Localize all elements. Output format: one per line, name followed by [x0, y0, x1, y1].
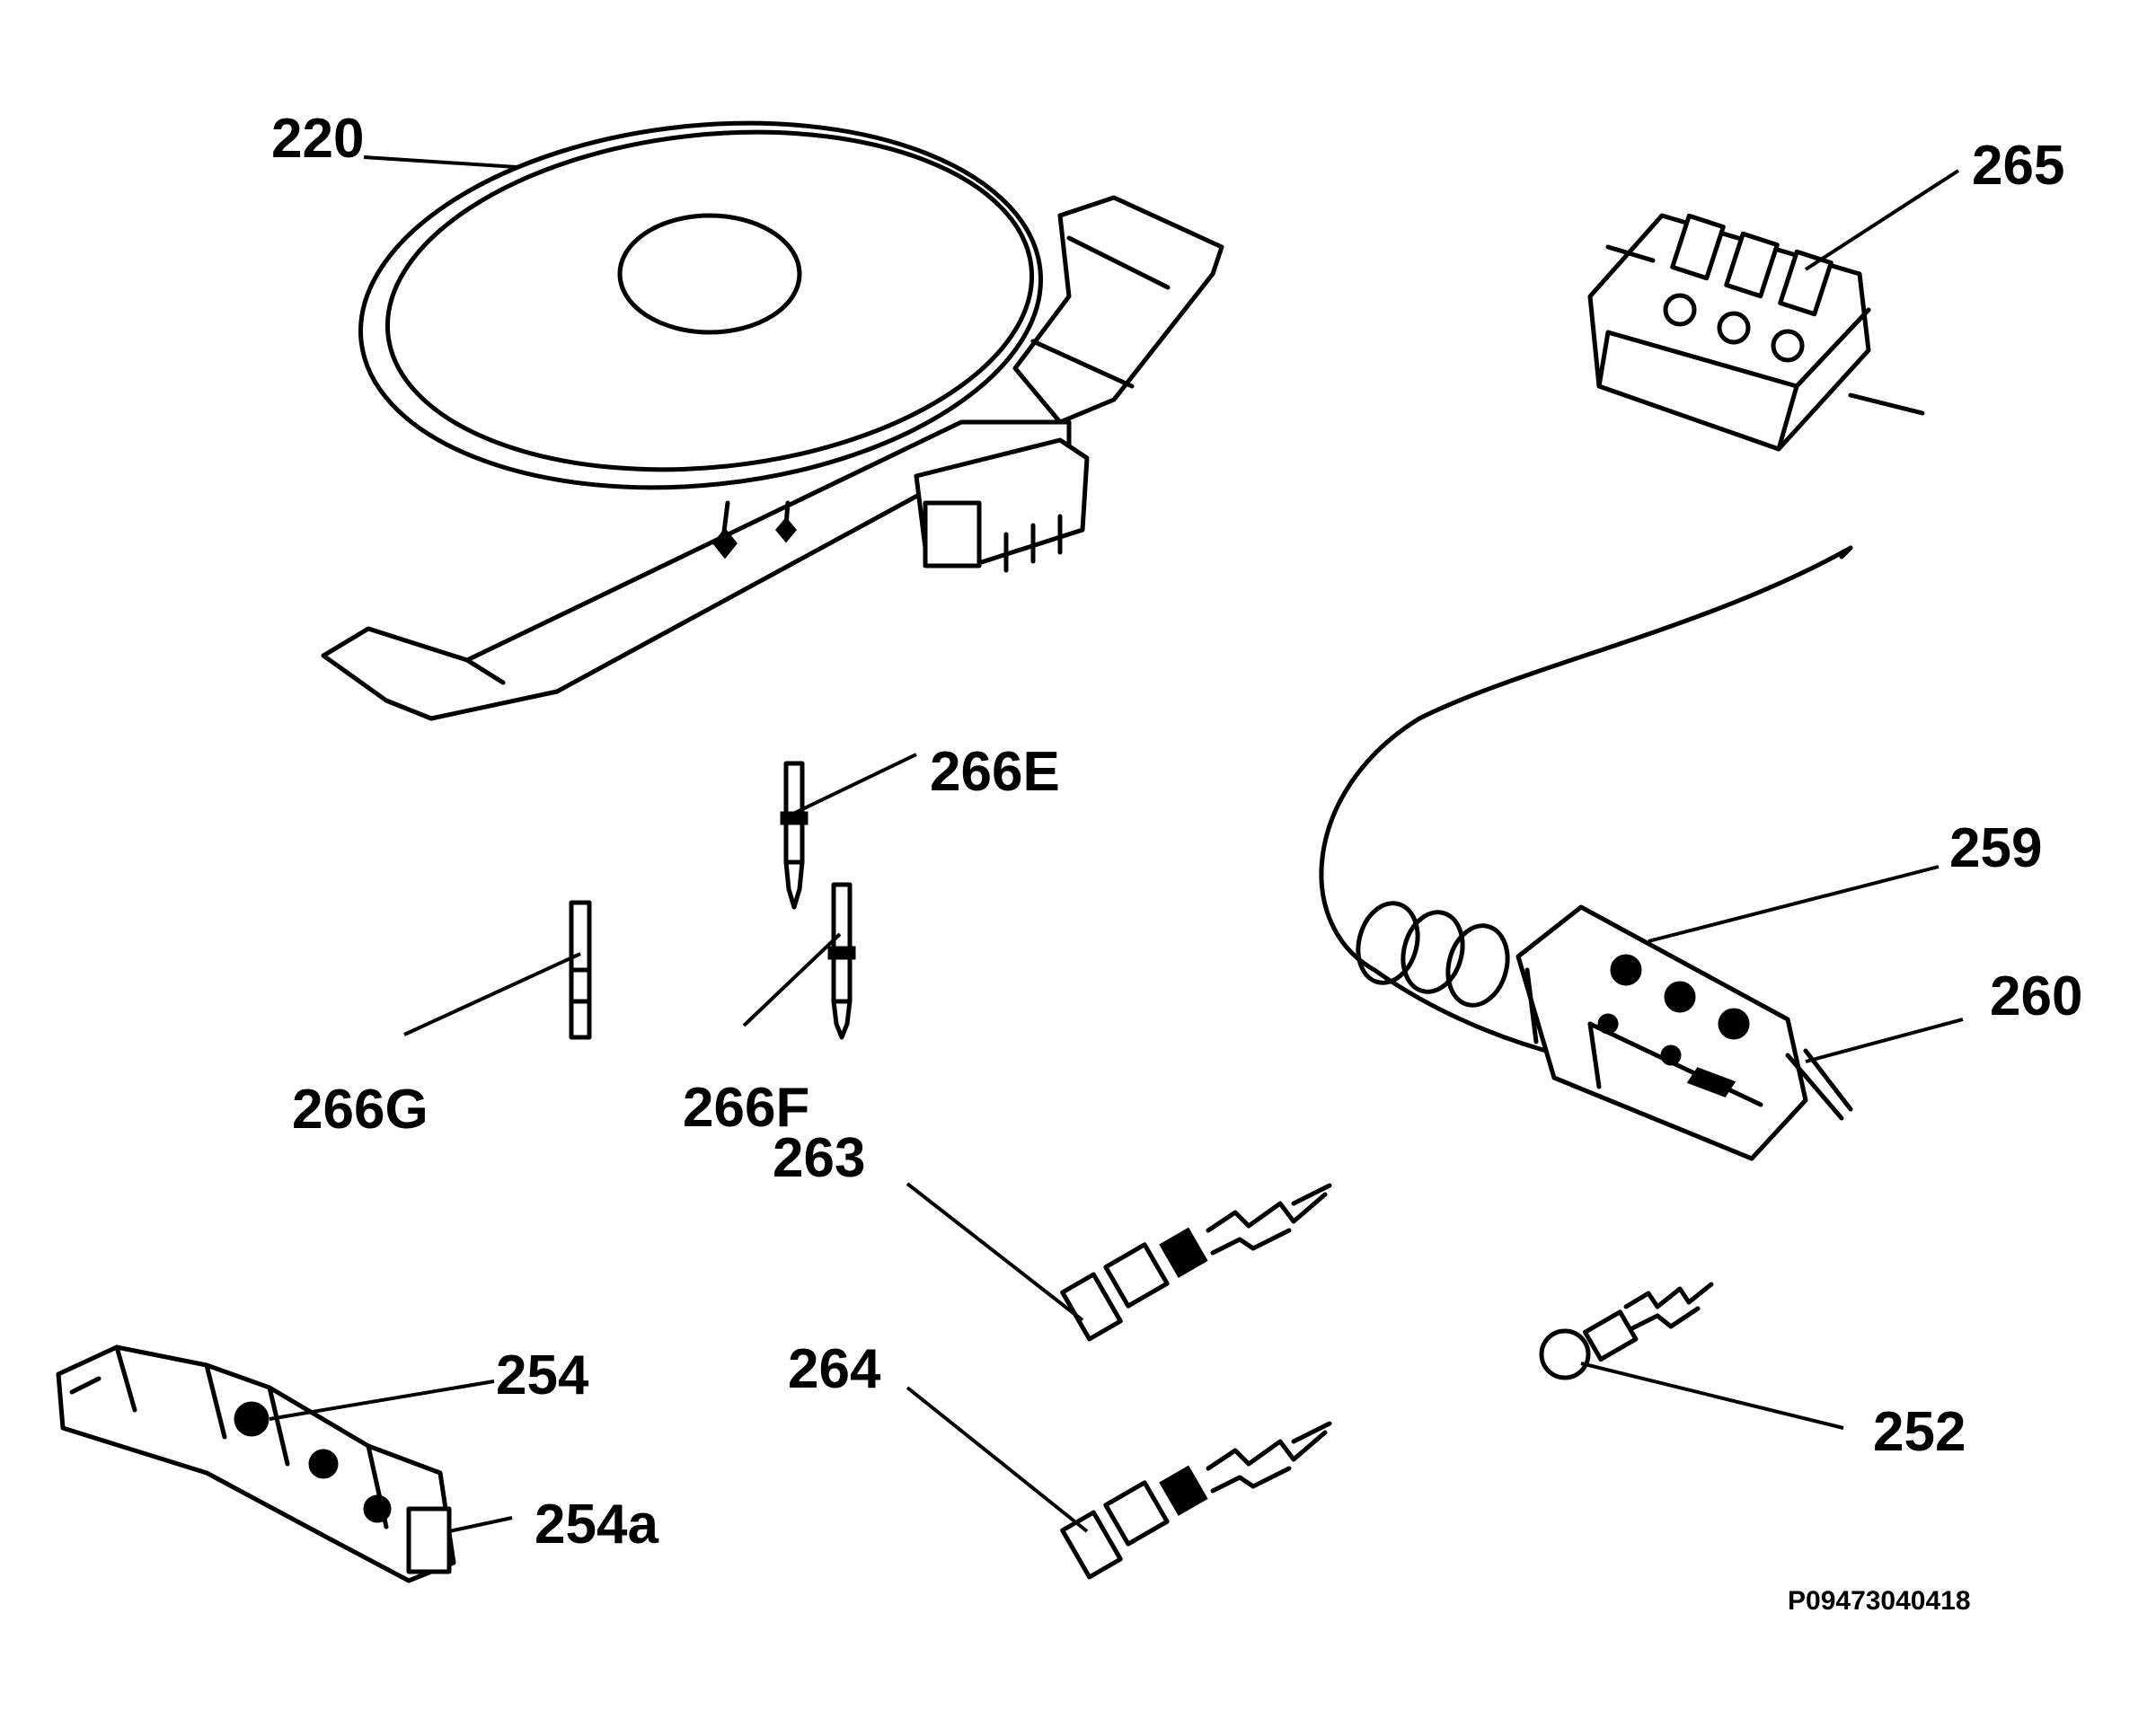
- callout-263: 263: [773, 1127, 865, 1189]
- leader-252: [1580, 1362, 1844, 1430]
- terminal-block-265: [1587, 213, 1925, 452]
- leader-266F: [742, 932, 842, 1027]
- callout-254a: 254a: [535, 1494, 658, 1556]
- callout-266E: 266E: [930, 741, 1060, 803]
- leader-266E: [794, 753, 917, 815]
- leader-259: [1648, 865, 1940, 943]
- callout-220: 220: [271, 108, 364, 170]
- callout-266G: 266G: [292, 1079, 429, 1141]
- leader-254: [269, 1379, 495, 1421]
- leader-266G: [403, 952, 581, 1036]
- pin-266E: [780, 761, 808, 910]
- leader-263: [906, 1182, 1084, 1322]
- callout-252: 252: [1873, 1401, 1966, 1463]
- pin-266G: [569, 900, 592, 1040]
- drawing-number: P09473040418: [1788, 1586, 1971, 1616]
- leader-254a: [448, 1516, 513, 1533]
- leader-264: [906, 1386, 1089, 1533]
- thermostat-259: [1319, 545, 1853, 1161]
- hotplate-220: [321, 120, 1224, 721]
- callout-260: 260: [1990, 965, 2082, 1027]
- pin-266F: [827, 882, 856, 1040]
- callout-264: 264: [788, 1338, 881, 1400]
- callout-259: 259: [1949, 817, 2042, 879]
- leader-265: [1804, 169, 1960, 271]
- connector-264: [1060, 1421, 1332, 1580]
- callout-254: 254: [496, 1344, 589, 1406]
- leader-260: [1805, 1018, 1964, 1063]
- connector-263: [1060, 1183, 1332, 1342]
- leader-220: [363, 155, 517, 169]
- plug-252: [1539, 1282, 1714, 1380]
- callout-265: 265: [1972, 135, 2064, 197]
- switch-254: [56, 1344, 456, 1583]
- callout-266F: 266F: [683, 1077, 809, 1139]
